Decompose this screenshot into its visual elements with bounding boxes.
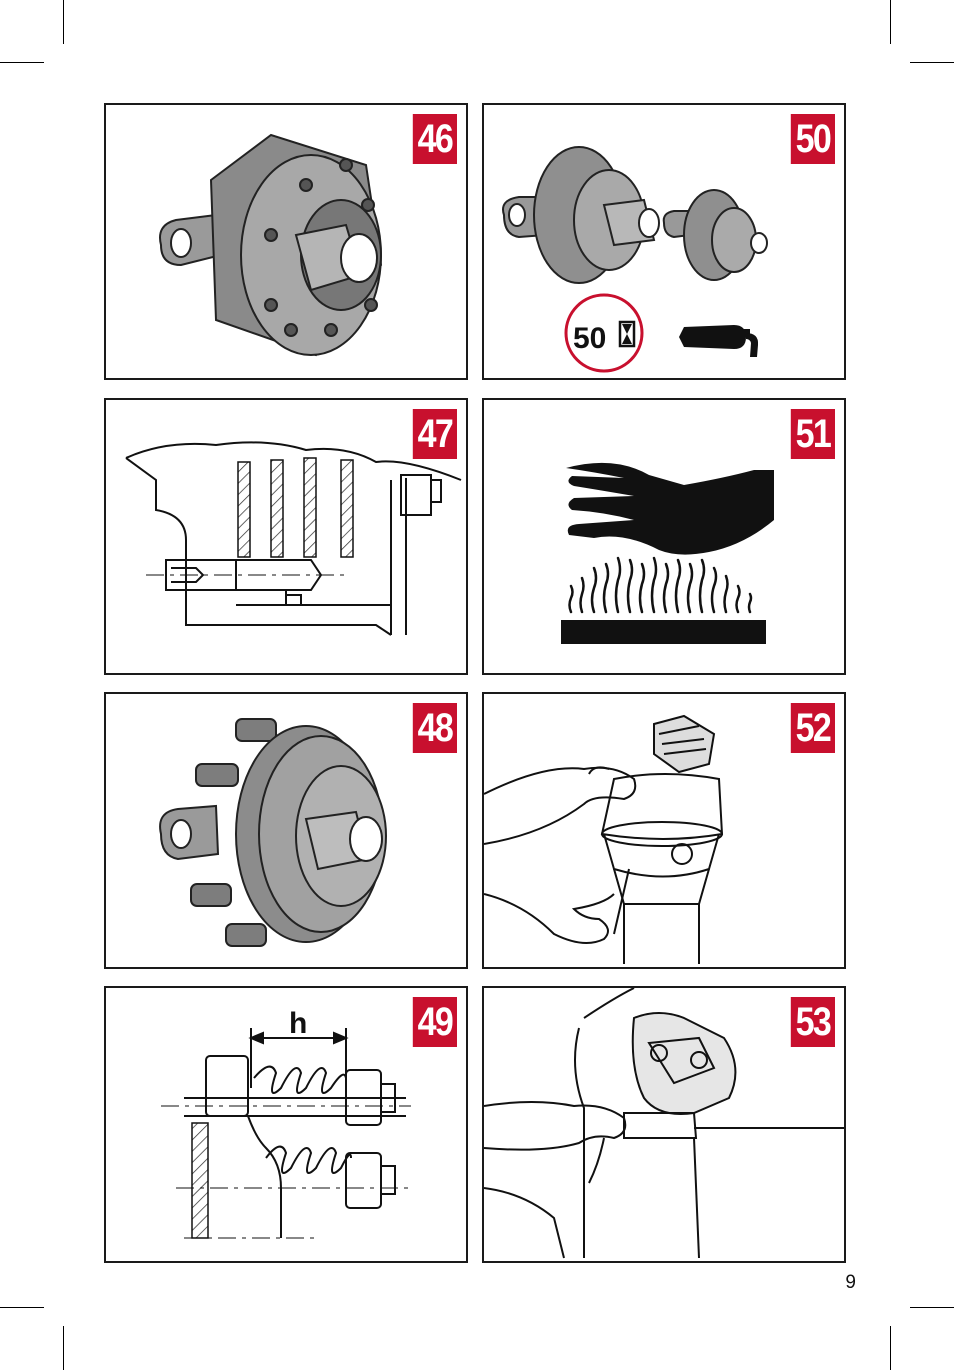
figure-panel-49: h 49 xyxy=(104,986,468,1263)
figure-number-badge: 47 xyxy=(413,409,457,459)
crop-mark xyxy=(63,1326,64,1370)
crop-mark xyxy=(890,0,891,44)
figure-panel-51: 51 xyxy=(482,398,846,675)
dimension-label-h: h xyxy=(289,1007,307,1040)
figure-panel-53: 53 xyxy=(482,986,846,1263)
figure-number-badge: 52 xyxy=(791,703,835,753)
figure-panel-48: 48 xyxy=(104,692,468,969)
crop-mark xyxy=(910,62,954,63)
figure-number-badge: 50 xyxy=(791,114,835,164)
figure-number-badge: 46 xyxy=(413,114,457,164)
crop-mark xyxy=(910,1307,954,1308)
figure-panel-46: 46 xyxy=(104,103,468,380)
figure-panel-52: 52 xyxy=(482,692,846,969)
crop-mark xyxy=(890,1326,891,1370)
figure-number-badge: 53 xyxy=(791,997,835,1047)
crop-mark xyxy=(0,1307,44,1308)
hours-label: 50 xyxy=(573,322,606,355)
page-number: 9 xyxy=(826,1272,856,1294)
figure-panel-50: 50 50 xyxy=(482,103,846,380)
figure-number-badge: 48 xyxy=(413,703,457,753)
figure-number-badge: 51 xyxy=(791,409,835,459)
figure-number-badge: 49 xyxy=(413,997,457,1047)
crop-mark xyxy=(0,62,44,63)
figure-panel-47: 47 xyxy=(104,398,468,675)
crop-mark xyxy=(63,0,64,44)
